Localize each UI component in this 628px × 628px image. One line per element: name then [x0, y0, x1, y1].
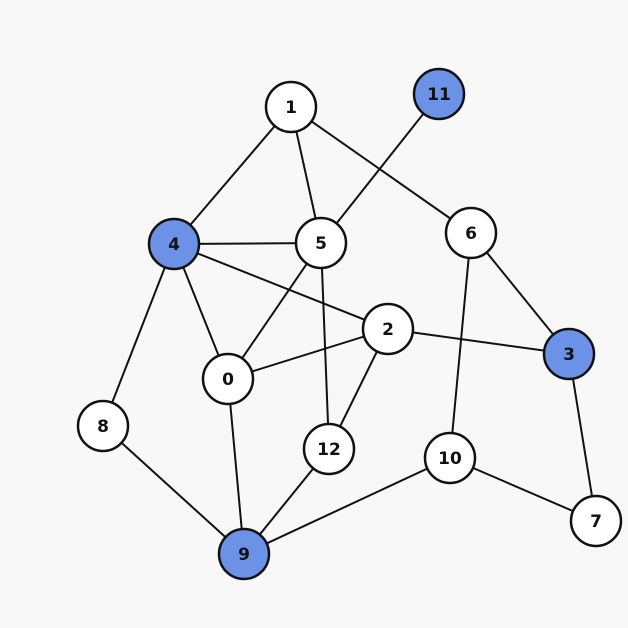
node-4-circle — [147, 217, 201, 271]
edge-1-4 — [173, 106, 292, 245]
edge-4-8 — [102, 243, 175, 427]
node-9: 9 — [217, 527, 271, 581]
edge-6-10 — [449, 232, 472, 459]
node-5: 5 — [294, 216, 348, 270]
node-2-circle — [361, 302, 415, 356]
node-1-circle — [264, 80, 318, 134]
node-0-circle — [201, 352, 255, 406]
node-11-circle — [412, 67, 466, 121]
graph-background — [40, 16, 628, 628]
node-3: 3 — [542, 327, 596, 381]
node-4: 4 — [147, 217, 201, 271]
node-7-circle — [569, 494, 623, 548]
node-7: 7 — [569, 494, 623, 548]
edge-9-10 — [243, 457, 451, 555]
edge-7-10 — [449, 457, 597, 522]
node-8: 8 — [76, 399, 130, 453]
node-12-circle — [302, 422, 356, 476]
edge-2-4 — [173, 243, 389, 330]
node-6-circle — [444, 206, 498, 260]
edge-5-11 — [320, 93, 440, 244]
node-10: 10 — [423, 431, 477, 485]
node-10-circle — [423, 431, 477, 485]
node-9-circle — [217, 527, 271, 581]
node-2: 2 — [361, 302, 415, 356]
node-5-circle — [294, 216, 348, 270]
edge-1-6 — [290, 106, 472, 234]
edge-0-9 — [227, 378, 245, 555]
node-0: 0 — [201, 352, 255, 406]
node-6: 6 — [444, 206, 498, 260]
node-3-circle — [542, 327, 596, 381]
edge-5-12 — [320, 242, 330, 450]
edge-8-9 — [102, 425, 245, 555]
edge-0-5 — [227, 242, 322, 380]
node-12: 12 — [302, 422, 356, 476]
node-8-circle — [76, 399, 130, 453]
node-11: 11 — [412, 67, 466, 121]
edge-2-3 — [387, 328, 570, 355]
edge-3-7 — [568, 353, 597, 522]
node-1: 1 — [264, 80, 318, 134]
edge-0-2 — [227, 328, 389, 380]
